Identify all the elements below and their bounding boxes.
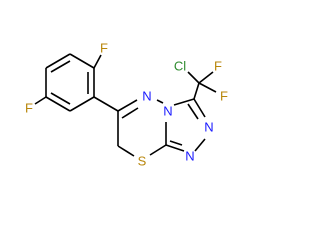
bond	[194, 138, 206, 152]
molecule-structure: F F Cl F F N N N N S	[25, 41, 228, 169]
atom-labels: F F Cl F F N N N N S	[25, 41, 228, 169]
atom-f-cf2-top: F	[214, 59, 222, 74]
bond	[169, 140, 183, 146]
bond	[187, 103, 199, 120]
atom-n-triazole-1: N	[204, 120, 213, 135]
bond	[165, 144, 185, 152]
atom-n-thiadiazine: N	[142, 89, 151, 104]
bond	[198, 71, 214, 84]
bond	[34, 96, 47, 105]
bond	[69, 96, 95, 112]
atom-cl: Cl	[174, 59, 186, 74]
bonds	[34, 53, 217, 157]
bond	[193, 98, 206, 118]
bond	[93, 96, 119, 112]
bond	[93, 54, 102, 69]
bond	[50, 60, 71, 73]
bond	[117, 145, 135, 157]
atom-n-bridge: N	[163, 104, 172, 119]
bond	[156, 99, 164, 104]
atom-s: S	[138, 154, 147, 169]
bond	[45, 96, 71, 112]
bond	[173, 98, 195, 106]
bond	[69, 53, 95, 69]
bond	[198, 82, 217, 93]
bond	[187, 71, 200, 84]
atom-f-cf2-right: F	[220, 89, 228, 104]
bond	[193, 82, 200, 100]
bond	[45, 53, 71, 69]
atom-f-top: F	[100, 41, 108, 56]
atom-n-triazole-2: N	[185, 149, 194, 164]
bond	[50, 92, 71, 105]
atom-f-left: F	[25, 101, 33, 116]
bond	[149, 144, 167, 156]
bond	[121, 107, 139, 119]
bond	[117, 99, 138, 112]
